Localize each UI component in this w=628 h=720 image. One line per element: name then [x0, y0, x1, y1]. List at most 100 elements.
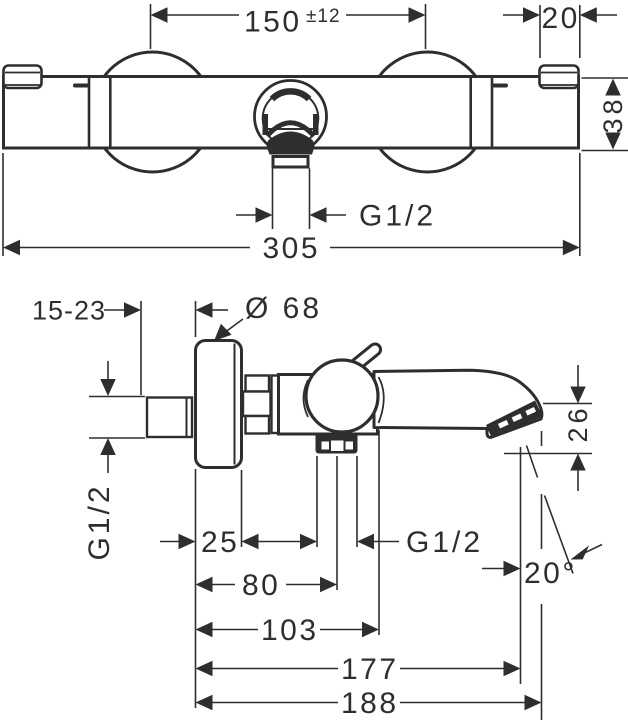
nut-ridge-top	[244, 374, 271, 393]
left-fitting-outline	[2, 64, 43, 90]
right-wall-fitting	[538, 64, 580, 90]
dim-text: 80	[242, 569, 280, 602]
label-text: Ø 68	[245, 292, 322, 325]
dim-text: 305	[263, 232, 321, 265]
right-fitting-outline	[538, 64, 580, 90]
escutcheon	[194, 339, 243, 469]
label-outlet-thread: G1/2	[236, 200, 436, 233]
dim-spout-end-height: 26	[504, 365, 593, 491]
aerator-slot	[511, 413, 523, 423]
dim-text: 26	[563, 404, 593, 442]
arrowhead-up	[570, 453, 586, 471]
arrowhead-right	[320, 576, 337, 593]
dim-text: 38	[598, 95, 628, 133]
aerator-slot	[525, 407, 537, 416]
arrowhead-left	[241, 533, 259, 550]
nut-ridge-middle	[241, 390, 272, 418]
spout	[372, 368, 544, 439]
escutcheon-outline	[194, 339, 243, 469]
label-text: G1/2	[359, 200, 436, 233]
left-wall-fitting	[2, 64, 43, 90]
arrowhead-left	[523, 7, 540, 23]
dim-text: 20°	[524, 557, 577, 590]
angle-line	[543, 495, 574, 574]
arrowhead-left	[309, 207, 327, 223]
dim-text: 177	[341, 653, 399, 686]
side-view: 15-23 Ø 68 G1/2 25	[32, 292, 603, 720]
arrowhead-left	[195, 621, 213, 638]
arrowhead-right	[300, 533, 317, 550]
label-bottom-outlet-thread: G1/2	[257, 456, 483, 559]
outlet-left-tab	[262, 114, 268, 135]
arrowhead-up	[605, 78, 621, 96]
arrowhead-right	[178, 533, 196, 550]
aerator-slot	[497, 419, 509, 429]
arrowhead-right	[579, 7, 597, 23]
arrowhead-left	[195, 694, 213, 711]
arrowhead-right	[124, 302, 141, 318]
dim-text: 25	[201, 526, 239, 559]
arrowhead-right	[408, 7, 426, 23]
central-outlet	[253, 79, 328, 229]
body-left-cap-arc	[302, 379, 309, 418]
dim-overall-width: 305	[2, 153, 581, 265]
outlet-right-tab	[313, 114, 319, 135]
nut-ridge-bottom	[244, 414, 271, 435]
bottom-outlet	[315, 433, 358, 454]
dim-line	[583, 543, 603, 554]
dim-overall-depth: 188	[195, 431, 543, 720]
dim-text: 15-23	[32, 296, 106, 326]
dim-wall-to-spout-tip: 177	[195, 447, 522, 686]
arrowhead-right	[524, 694, 542, 711]
arrowhead-down	[605, 132, 621, 150]
arrowhead-left	[150, 7, 168, 23]
dim-spout-angle: 20°	[482, 445, 603, 590]
dim-text: 103	[261, 614, 319, 647]
arrowhead-right	[562, 239, 580, 256]
angle-line	[525, 445, 539, 478]
nipple-outline	[145, 396, 194, 439]
label-inlet-thread: G1/2	[83, 361, 145, 561]
supply-nipple	[145, 396, 194, 439]
dim-text: 150	[244, 6, 302, 39]
spout-outline	[372, 368, 544, 439]
arrowhead	[214, 323, 232, 341]
arrowhead-oblique	[570, 545, 590, 560]
arrowhead-left	[3, 239, 20, 256]
arrowhead-down	[100, 379, 116, 396]
body-right-cap-arc	[377, 376, 385, 424]
arrowhead-right	[503, 560, 521, 577]
outlet-adapter	[271, 155, 310, 169]
dim-escutcheon-depth: 25	[160, 470, 259, 559]
dim-text: 188	[341, 687, 399, 720]
label-text: G1/2	[83, 483, 116, 560]
label-text: G1/2	[406, 526, 483, 559]
arrowhead-right	[362, 621, 379, 638]
dim-wall-distance: 15-23	[32, 296, 228, 395]
arrowhead-up	[100, 438, 116, 455]
arrowhead-left	[195, 660, 213, 677]
label-escutcheon-diameter: Ø 68	[214, 292, 322, 341]
arrowhead-left	[195, 302, 213, 318]
dim-text: 20	[542, 2, 580, 35]
dim-body-height: 38	[581, 77, 628, 152]
dim-wall-to-outlet-center: 80	[195, 456, 338, 602]
dim-connection-spacing: 150 ±12	[149, 4, 427, 49]
spout-dome-arc	[265, 120, 316, 138]
arrowhead-right	[255, 207, 273, 223]
outlet-notch	[331, 440, 344, 451]
dim-wall-to-handle-front: 103	[195, 430, 380, 647]
handle-knob	[304, 358, 380, 434]
arrowhead-left	[357, 533, 374, 550]
spout-dark-mass	[266, 131, 315, 155]
front-view: 150 ±12 20 38 G1/2	[2, 2, 628, 265]
dim-fitting-width: 20	[503, 2, 617, 58]
arrowhead-left	[195, 576, 213, 593]
outlet-top-band	[269, 88, 312, 102]
arrowhead-right	[503, 660, 521, 677]
dim-tolerance-text: ±12	[306, 6, 341, 27]
union-nut	[241, 374, 280, 435]
outlet-notch	[345, 441, 353, 450]
outlet-notch	[321, 441, 329, 450]
